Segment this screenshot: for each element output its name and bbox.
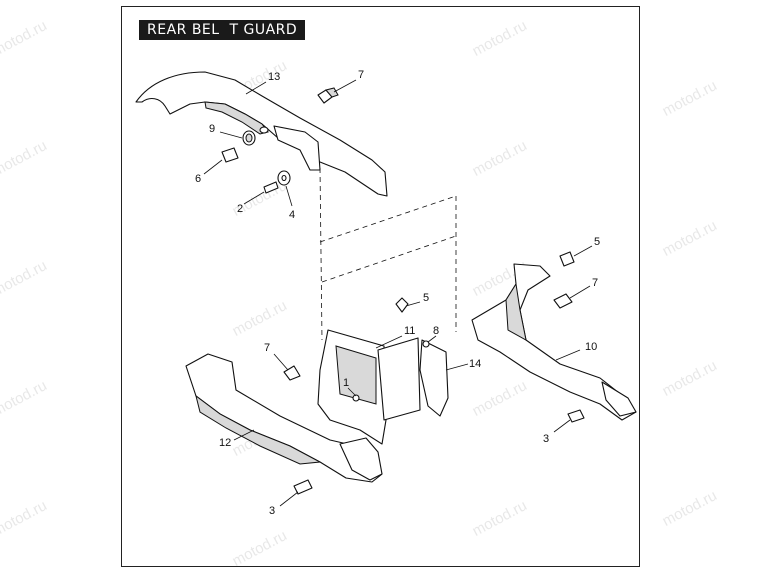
part-7-top-fastener bbox=[317, 87, 339, 104]
part-6-clip bbox=[221, 147, 239, 163]
callout-5: 5 bbox=[594, 236, 600, 248]
callout-7: 7 bbox=[358, 69, 364, 81]
callout-1: 1 bbox=[343, 377, 349, 389]
diagram-frame bbox=[121, 6, 640, 567]
part-7-right-fastener bbox=[553, 293, 573, 309]
callout-7: 7 bbox=[592, 277, 598, 289]
part-5-fastener-middle bbox=[395, 297, 409, 313]
part-14-plate bbox=[419, 339, 449, 417]
part-3-right-screw bbox=[567, 409, 585, 423]
alignment-line bbox=[319, 167, 323, 341]
callout-3: 3 bbox=[269, 505, 275, 517]
callout-12: 12 bbox=[219, 437, 231, 449]
callout-6: 6 bbox=[195, 173, 201, 185]
leader-lines bbox=[203, 79, 593, 507]
part-7-left-fastener bbox=[283, 365, 301, 381]
callout-labels: 13 7 9 6 2 4 5 7 5 11 8 14 10 7 1 12 3 3 bbox=[195, 69, 600, 517]
part-13-upper-belt-guard bbox=[135, 71, 388, 197]
callout-14: 14 bbox=[469, 358, 481, 370]
part-10-right-guard bbox=[471, 263, 637, 421]
callout-10: 10 bbox=[585, 341, 597, 353]
part-2-screw bbox=[263, 181, 279, 194]
part-5-fastener-right bbox=[559, 251, 575, 267]
part-4-washer bbox=[277, 170, 291, 186]
alignment-line bbox=[321, 235, 457, 283]
alignment-line bbox=[319, 195, 457, 243]
part-8-screw bbox=[422, 340, 430, 348]
part-12-lower-belt-guard bbox=[185, 353, 383, 483]
callout-2: 2 bbox=[237, 203, 243, 215]
callout-8: 8 bbox=[433, 325, 439, 337]
part-3-left-screw bbox=[293, 479, 313, 495]
callout-9: 9 bbox=[209, 123, 215, 135]
callout-11: 11 bbox=[404, 325, 415, 337]
part-11-bracket bbox=[317, 329, 421, 445]
part-1-bolt bbox=[352, 394, 360, 402]
callout-5: 5 bbox=[423, 292, 429, 304]
callout-3: 3 bbox=[543, 433, 549, 445]
part-9-grommet bbox=[242, 130, 256, 146]
callout-7: 7 bbox=[264, 342, 270, 354]
callout-13: 13 bbox=[268, 71, 280, 83]
diagram-title: REAR BEL T GUARD bbox=[139, 20, 306, 40]
callout-4: 4 bbox=[289, 209, 295, 221]
